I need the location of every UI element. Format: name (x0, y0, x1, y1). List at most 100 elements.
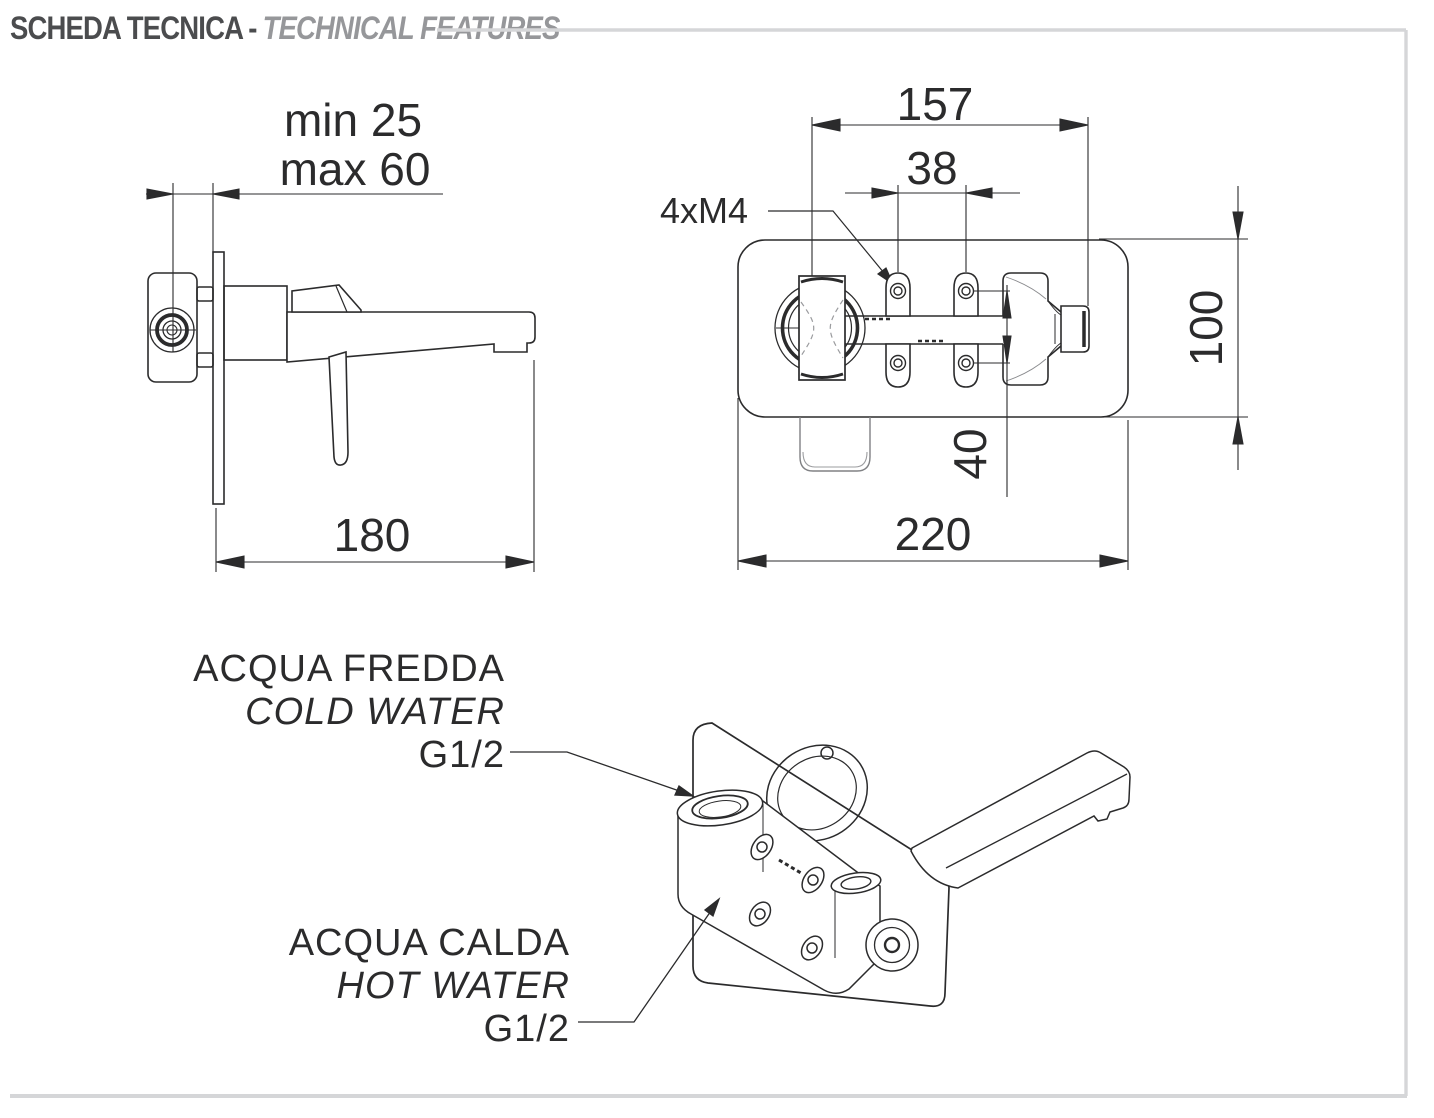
hot-water-thread-size: G1/2 (483, 1008, 570, 1050)
dim-arrow (811, 118, 841, 132)
body-silhouette (677, 800, 881, 994)
hot-inlet-bore (840, 876, 872, 890)
dim-hole-vertical-spacing-label: 40 (944, 428, 996, 479)
hot-water-label-it: ACQUA CALDA (288, 922, 570, 964)
dim-arrow (871, 187, 899, 199)
dim-wall-depth (146, 183, 443, 352)
dim-wall-depth-min-label: min 25 (284, 94, 422, 146)
cold-inlet-bore (691, 794, 749, 820)
fitting-outlet-port (1060, 305, 1090, 353)
dim-spout-projection-label: 180 (334, 509, 411, 561)
dim-plate-height (1099, 186, 1248, 470)
side-handle-lever (328, 350, 349, 466)
dim-plate-height-label: 100 (1180, 290, 1232, 367)
dim-screw-spacing (845, 185, 1020, 272)
lug-holes (889, 282, 975, 372)
side-spout (286, 311, 536, 363)
valve-housing (147, 272, 198, 383)
tab-outline (799, 417, 871, 472)
iso-view-drawing (510, 722, 1131, 1023)
side-valve-body (147, 272, 214, 383)
dim-arrow (1232, 211, 1244, 240)
page-frame (10, 28, 1408, 1098)
spout-outline (910, 750, 1131, 889)
screw-hole (889, 282, 907, 300)
tab-inner-line (802, 451, 868, 468)
screw-hole (961, 358, 971, 368)
lug-screw (754, 908, 766, 920)
cold-water-label-en: COLD WATER (245, 691, 505, 733)
page-header: SCHEDA TECNICA-TECHNICAL FEATURES (10, 10, 560, 47)
fitting-shading (1005, 276, 1047, 300)
dim-arrow (1002, 335, 1012, 364)
side-wall-plate (212, 251, 225, 505)
side-handle-base (291, 284, 362, 313)
leader-line (768, 210, 890, 280)
dim-arrow (505, 555, 535, 569)
screw-hole (889, 354, 907, 372)
dim-plate-width-label: 220 (895, 508, 972, 560)
fitting-funnel (1047, 342, 1062, 358)
iso-rough-in-body (676, 789, 919, 994)
side-handle-base-crease (335, 285, 348, 313)
screw-leader (768, 210, 895, 286)
dim-arrow (215, 555, 245, 569)
dim-plate-width (737, 398, 1129, 570)
cold-water-label-it: ACQUA FREDDA (193, 648, 505, 690)
front-mounting-plate (737, 239, 1129, 418)
side-view-drawing: min 25 max 60 180 (146, 94, 536, 572)
lug-tab (885, 343, 911, 388)
valve-flange-bottom (800, 372, 844, 379)
dim-arrow (1002, 290, 1012, 319)
dim-outlet-distance-label: 157 (897, 78, 974, 130)
cartridge-profile (829, 299, 844, 359)
lug-screw (807, 874, 819, 886)
dim-screw-spacing-label: 38 (906, 142, 957, 194)
iso-spout (910, 750, 1131, 889)
leader-arrow (674, 785, 696, 797)
front-spout-fitting (1002, 272, 1090, 386)
lug-tab (953, 343, 979, 388)
screw-hole (893, 358, 903, 368)
dim-spout-projection (215, 360, 535, 572)
valve-flange-top (800, 277, 844, 284)
dim-arrow (737, 554, 767, 568)
hot-water-leader (578, 897, 721, 1023)
spout-top-edge (945, 773, 1128, 869)
iso-lugs (748, 833, 825, 961)
title-separator: - (248, 10, 258, 46)
cap-bore (883, 936, 901, 954)
cold-water-thread-size: G1/2 (418, 734, 505, 776)
dim-arrow (1059, 118, 1089, 132)
front-view-drawing: 157 38 4xM4 (660, 78, 1248, 570)
dim-arrow (965, 187, 993, 199)
front-valve-assembly (774, 275, 866, 381)
cold-inlet-thread (698, 800, 742, 818)
front-body-bar (845, 315, 1003, 345)
dim-arrow (1099, 554, 1129, 568)
valve-ear (196, 286, 214, 302)
lug-screw (806, 942, 818, 954)
dim-arrow (212, 188, 240, 200)
cold-water-label: ACQUA FREDDA COLD WATER G1/2 (193, 648, 505, 777)
dim-wall-depth-max-label: max 60 (280, 143, 431, 195)
dim-hole-vertical-spacing (973, 285, 1012, 497)
hot-water-label-en: HOT WATER (336, 965, 570, 1007)
label-screws-4xm4: 4xM4 (660, 190, 748, 231)
leader-arrow (703, 897, 721, 918)
hot-water-label: ACQUA CALDA HOT WATER G1/2 (289, 922, 570, 1051)
iso-end-cap (865, 918, 919, 972)
fitting-shading (1005, 358, 1047, 382)
boss-hole (820, 746, 834, 760)
leader-line (510, 751, 689, 795)
leader-line (578, 907, 714, 1023)
cold-water-leader (510, 751, 696, 797)
valve-ear (196, 352, 214, 368)
front-mounting-lugs (885, 272, 979, 388)
sheet-title-english: TECHNICAL FEATURES (262, 10, 561, 46)
cartridge-profile (800, 301, 815, 357)
front-bottom-tab (799, 417, 871, 472)
sheet-title-italian: SCHEDA TECNICA (10, 10, 244, 46)
